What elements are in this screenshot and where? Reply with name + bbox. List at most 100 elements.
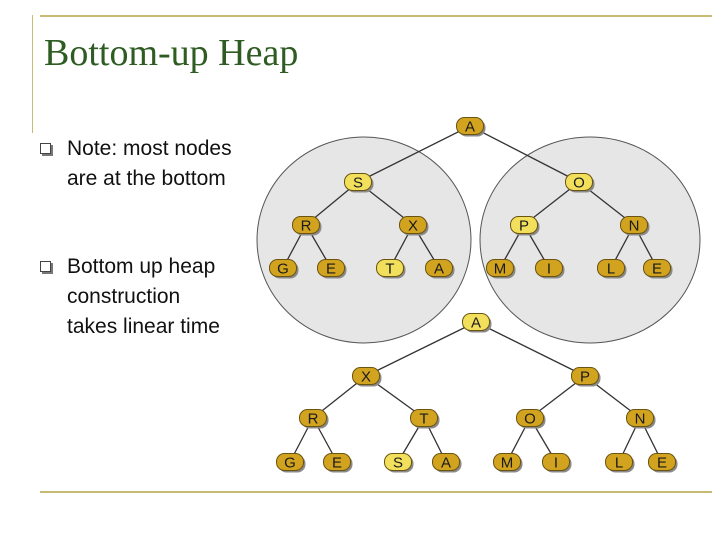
heap-node-i: I — [535, 259, 565, 279]
node-label: L — [615, 455, 623, 472]
square-bullet-icon — [40, 143, 51, 154]
node-box — [620, 216, 648, 234]
node-box — [516, 409, 544, 427]
heap-node-o: O — [516, 409, 546, 429]
node-label: A — [471, 315, 481, 332]
heap-node-a: A — [462, 313, 492, 333]
heap-node-p: P — [510, 216, 540, 236]
node-label: E — [652, 261, 662, 278]
left-subtree-region — [256, 136, 472, 344]
heap-node-a: A — [425, 259, 455, 279]
heap-node-l: L — [597, 259, 627, 279]
node-box — [269, 259, 297, 277]
heap-node-n: N — [626, 409, 656, 429]
node-box — [376, 259, 404, 277]
node-box — [597, 259, 625, 277]
node-label: S — [353, 175, 363, 192]
tree-nodes: A S O R X P N G E T A M I L E A X P R T O N G E S A M I L E — [269, 117, 678, 473]
node-label: G — [284, 455, 296, 472]
bullet-item: Bottom up heap construction takes linear… — [40, 252, 280, 342]
bullet-item: Note: most nodes are at the bottom — [40, 134, 280, 194]
heap-node-o: O — [565, 173, 595, 193]
heap-node-e: E — [317, 259, 347, 279]
node-label: M — [501, 455, 514, 472]
node-box — [462, 313, 490, 331]
node-label: A — [434, 261, 444, 278]
heap-node-e: E — [323, 453, 353, 473]
heap-node-g: G — [269, 259, 299, 279]
left-rule — [32, 15, 33, 133]
heap-node-n: N — [620, 216, 650, 236]
node-label: A — [441, 455, 451, 472]
node-label: M — [494, 261, 507, 278]
node-label: X — [408, 218, 418, 235]
node-box — [565, 173, 593, 191]
node-label: E — [657, 455, 667, 472]
node-label: N — [635, 411, 646, 428]
heap-node-e: E — [643, 259, 673, 279]
heap-node-r: R — [292, 216, 322, 236]
heap-node-p: P — [571, 367, 601, 387]
node-label: O — [573, 175, 585, 192]
heap-node-e: E — [648, 453, 678, 473]
node-box — [276, 453, 304, 471]
node-label: R — [308, 411, 319, 428]
tree-edge — [357, 125, 471, 183]
node-label: T — [385, 261, 394, 278]
top-rule — [40, 15, 712, 17]
node-box — [648, 453, 676, 471]
node-box — [510, 216, 538, 234]
heap-node-r: R — [299, 409, 329, 429]
node-box — [352, 367, 380, 385]
heap-node-x: X — [352, 367, 382, 387]
node-label: G — [277, 261, 289, 278]
node-box — [292, 216, 320, 234]
node-box — [344, 173, 372, 191]
node-box — [425, 259, 453, 277]
node-label: P — [519, 218, 529, 235]
node-label: R — [301, 218, 312, 235]
node-label: X — [361, 369, 371, 386]
tree-edge — [469, 125, 580, 183]
node-box — [323, 453, 351, 471]
node-label: A — [465, 119, 475, 136]
node-label: N — [629, 218, 640, 235]
node-label: P — [580, 369, 590, 386]
node-box — [486, 259, 514, 277]
square-bullet-icon — [40, 261, 51, 272]
node-box — [410, 409, 438, 427]
node-label: S — [393, 455, 403, 472]
heap-node-i: I — [542, 453, 572, 473]
node-box — [317, 259, 345, 277]
node-label: I — [554, 455, 558, 472]
node-box — [643, 259, 671, 277]
node-box — [542, 453, 570, 471]
node-box — [605, 453, 633, 471]
node-label: O — [524, 411, 536, 428]
tree-edge — [475, 321, 586, 377]
subtree-regions — [256, 136, 701, 344]
heap-node-x: X — [399, 216, 429, 236]
node-box — [535, 259, 563, 277]
bullet-list: Note: most nodes are at the bottom Botto… — [40, 134, 280, 342]
right-subtree-region — [479, 136, 701, 344]
node-box — [384, 453, 412, 471]
heap-node-t: T — [410, 409, 440, 429]
node-box — [571, 367, 599, 385]
bullet-text: Note: most nodes are at the bottom — [67, 137, 232, 190]
heap-node-m: M — [486, 259, 516, 279]
node-label: I — [547, 261, 551, 278]
heap-node-t: T — [376, 259, 406, 279]
node-box — [626, 409, 654, 427]
heap-node-g: G — [276, 453, 306, 473]
node-box — [399, 216, 427, 234]
heap-node-a: A — [456, 117, 486, 137]
node-label: T — [419, 411, 428, 428]
bullet-text: Bottom up heap construction takes linear… — [67, 255, 220, 338]
node-label: E — [326, 261, 336, 278]
node-label: L — [607, 261, 615, 278]
heap-node-s: S — [344, 173, 374, 193]
heap-node-m: M — [493, 453, 523, 473]
